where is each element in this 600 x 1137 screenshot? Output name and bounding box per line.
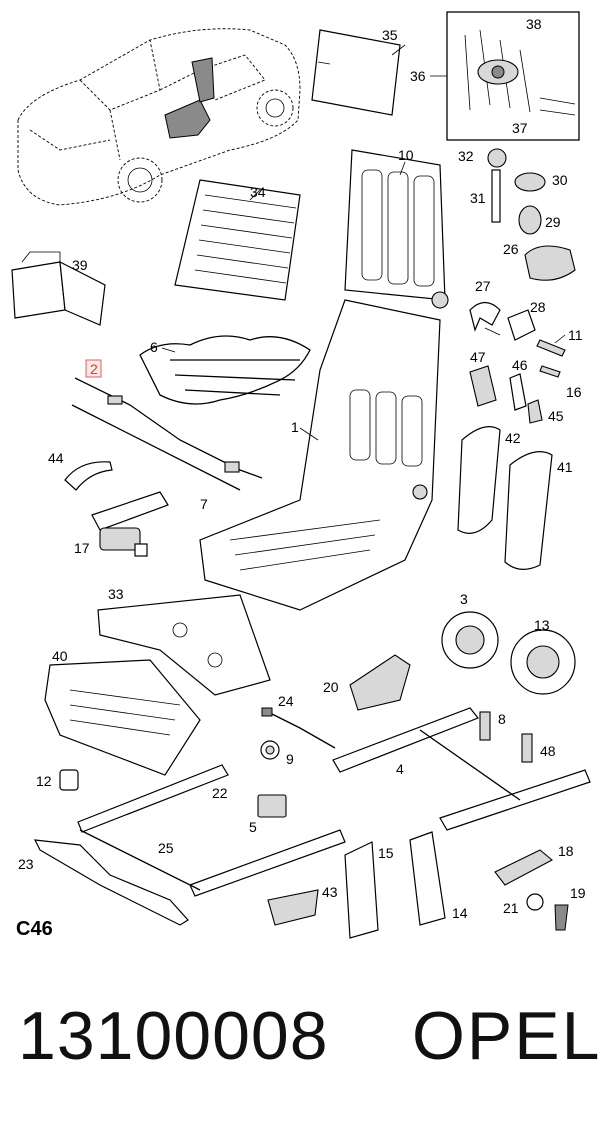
label-13: 13 [534, 617, 550, 633]
label-1: 1 [291, 419, 299, 435]
label-3: 3 [460, 591, 468, 607]
part-34-frame [174, 179, 301, 301]
label-34: 34 [250, 184, 266, 200]
label-20: 20 [323, 679, 339, 695]
part-1-seat-frame [199, 299, 441, 611]
parts-5-12-blocks [59, 769, 287, 818]
label-25: 25 [158, 840, 174, 856]
label-42: 42 [505, 430, 521, 446]
label-24: 24 [278, 693, 294, 709]
label-35: 35 [382, 27, 398, 43]
exploded-seat-diagram: 1 2 3 4 5 6 7 8 9 10 11 12 13 14 15 16 1… [11, 11, 591, 940]
label-48: 48 [540, 743, 556, 759]
fasteners-8-9-48 [260, 711, 533, 763]
label-45: 45 [548, 408, 564, 424]
label-37: 37 [512, 120, 528, 136]
part-29-32-fasteners [487, 148, 546, 235]
label-29: 29 [545, 214, 561, 230]
label-33: 33 [108, 586, 124, 602]
part-35-panel [311, 29, 401, 116]
label-36: 36 [410, 68, 426, 84]
label-23: 23 [18, 856, 34, 872]
label-31: 31 [470, 190, 486, 206]
part-44-bracket [64, 461, 113, 491]
label-4: 4 [396, 761, 404, 777]
part-6-wire-spring [139, 335, 311, 405]
inset-box-36-38 [430, 11, 580, 141]
part-41-42-covers [457, 426, 553, 570]
label-30: 30 [552, 172, 568, 188]
label-10: 10 [398, 147, 414, 163]
label-40: 40 [52, 648, 68, 664]
part-17-actuator [91, 491, 169, 557]
part-7-cable [71, 377, 263, 491]
label-26: 26 [503, 241, 519, 257]
label-27: 27 [475, 278, 491, 294]
parts-18-19-21 [494, 849, 569, 931]
part-26-knob [524, 245, 576, 281]
label-22: 22 [212, 785, 228, 801]
label-16: 16 [566, 384, 582, 400]
label-18: 18 [558, 843, 574, 859]
label-38: 38 [526, 16, 542, 32]
label-7: 7 [200, 496, 208, 512]
label-32: 32 [458, 148, 474, 164]
label-46: 46 [512, 357, 528, 373]
label-11: 11 [568, 327, 583, 343]
part-22-25-23-rails [33, 764, 346, 926]
highlight-box-part-2 [85, 359, 102, 378]
label-6: 6 [150, 339, 158, 355]
part-24-cable [261, 707, 336, 749]
label-47: 47 [470, 349, 486, 365]
part-3-13-motors [441, 611, 576, 695]
label-17: 17 [74, 540, 90, 556]
part-10-backrest-mat [344, 149, 449, 309]
part-39-box [11, 251, 106, 326]
label-12: 12 [36, 773, 52, 789]
part-33-track [97, 594, 271, 696]
label-2: 2 [90, 361, 98, 377]
label-41: 41 [557, 459, 573, 475]
label-28: 28 [530, 299, 546, 315]
label-5: 5 [249, 819, 257, 835]
part-4-rail [332, 707, 591, 831]
label-43: 43 [322, 884, 338, 900]
label-39: 39 [72, 257, 88, 273]
label-9: 9 [286, 751, 294, 767]
small-parts-right [469, 301, 566, 424]
diagram-code: C46 [16, 918, 53, 940]
label-21: 21 [503, 900, 519, 916]
label-19: 19 [570, 885, 586, 901]
part-labels: 1 2 3 4 5 6 7 8 9 10 11 12 13 14 15 16 1… [18, 16, 586, 921]
label-8: 8 [498, 711, 506, 727]
label-14: 14 [452, 905, 468, 921]
part-number: 13100008 [18, 998, 329, 1074]
car-illustration [17, 28, 301, 206]
part-40-cushion [44, 659, 201, 776]
part-20-motor [349, 654, 411, 711]
leader-lines [161, 44, 566, 441]
parts-14-15-43 [267, 831, 446, 939]
label-44: 44 [48, 450, 64, 466]
label-15: 15 [378, 845, 394, 861]
brand-name: OPEL [412, 998, 600, 1074]
